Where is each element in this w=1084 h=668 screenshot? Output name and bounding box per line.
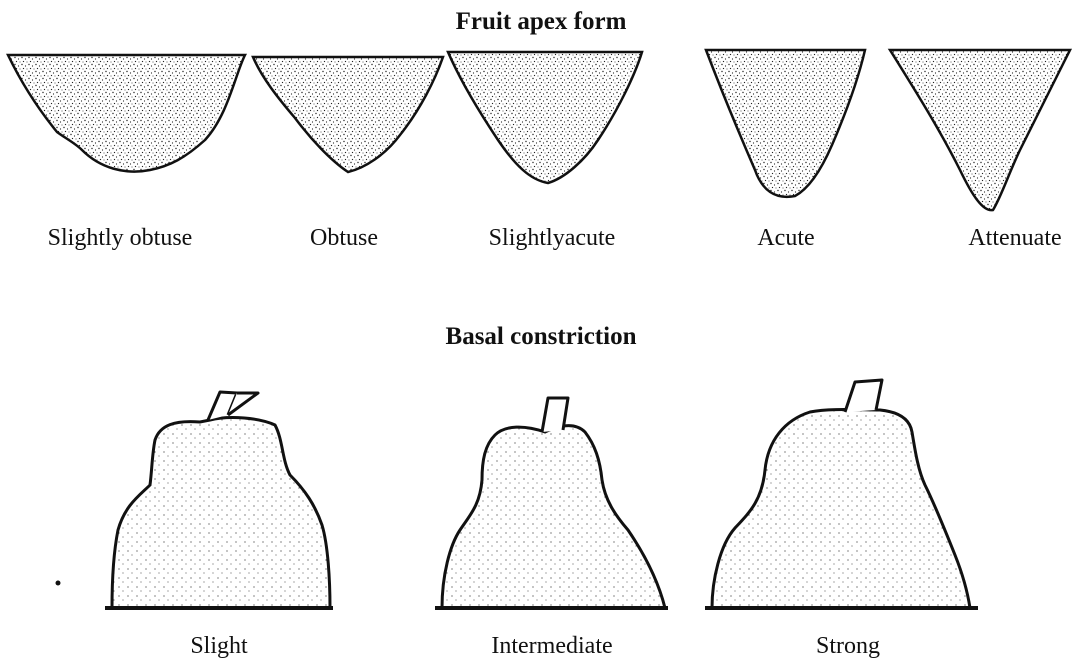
basal-shape-slight bbox=[105, 392, 333, 608]
scan-speck bbox=[56, 581, 61, 586]
apex-shape-attenuate bbox=[890, 50, 1070, 210]
apex-section-title: Fruit apex form bbox=[456, 8, 627, 36]
apex-shape-acute bbox=[706, 50, 865, 197]
apex-label-slightly-obtuse: Slightly obtuse bbox=[48, 225, 193, 252]
apex-label-slightly-acute: Slightlyacute bbox=[489, 225, 616, 252]
basal-label-slight: Slight bbox=[190, 633, 247, 660]
apex-shape-slightly-acute bbox=[448, 52, 642, 183]
basal-label-intermediate: Intermediate bbox=[491, 633, 612, 660]
apex-shape-obtuse bbox=[253, 57, 443, 172]
apex-label-attenuate: Attenuate bbox=[968, 225, 1061, 252]
apex-shape-slightly-obtuse bbox=[8, 55, 245, 172]
basal-shape-intermediate bbox=[435, 398, 668, 608]
basal-section-title: Basal constriction bbox=[446, 323, 637, 351]
apex-label-acute: Acute bbox=[757, 225, 814, 252]
basal-label-strong: Strong bbox=[816, 633, 880, 660]
basal-shape-strong bbox=[705, 380, 978, 608]
apex-label-obtuse: Obtuse bbox=[310, 225, 378, 252]
